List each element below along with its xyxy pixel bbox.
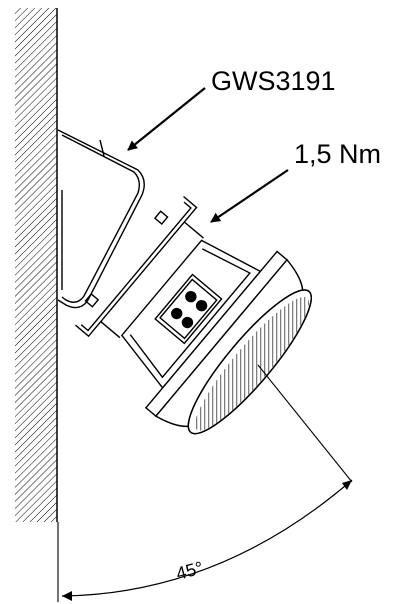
angle-label: 45°: [174, 557, 205, 583]
reflector: [144, 250, 312, 435]
part-number-arrow: [127, 87, 206, 151]
beam-axis-line: [257, 364, 353, 483]
torque-label: 1,5 Nm: [294, 139, 381, 169]
stirrup: [75, 195, 204, 339]
torque-arrow: [210, 169, 289, 223]
angle-dimension: [57, 479, 353, 602]
part-number-label: GWS3191: [211, 66, 336, 96]
wall-bracket: [57, 129, 145, 309]
wall: [15, 8, 58, 522]
connector: [154, 273, 223, 345]
floodlight: [75, 195, 312, 435]
